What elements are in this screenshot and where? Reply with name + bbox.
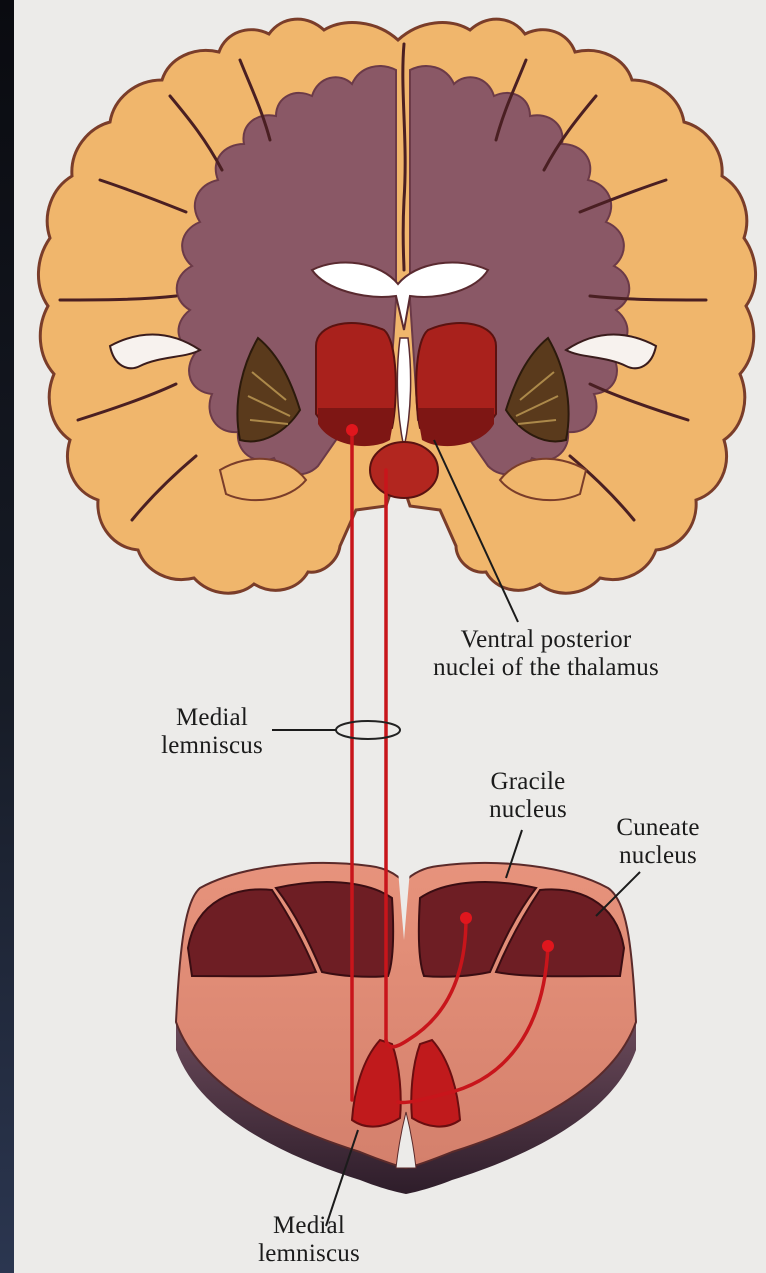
label-ventral-posterior-nuclei: Ventral posterior nuclei of the thalamus [396,626,696,682]
medulla-cross-section [176,863,636,1194]
brain-coronal-section [38,19,755,593]
label-medial-lemniscus-upper: Medial lemniscus [148,704,276,760]
label-medial-lemniscus-lower: Medial lemniscus [244,1212,374,1268]
medial-lemniscus-ring [336,721,400,739]
hypothalamus [370,442,438,498]
label-gracile-nucleus: Gracile nucleus [466,768,590,824]
label-cuneate-nucleus: Cuneate nucleus [596,814,720,870]
